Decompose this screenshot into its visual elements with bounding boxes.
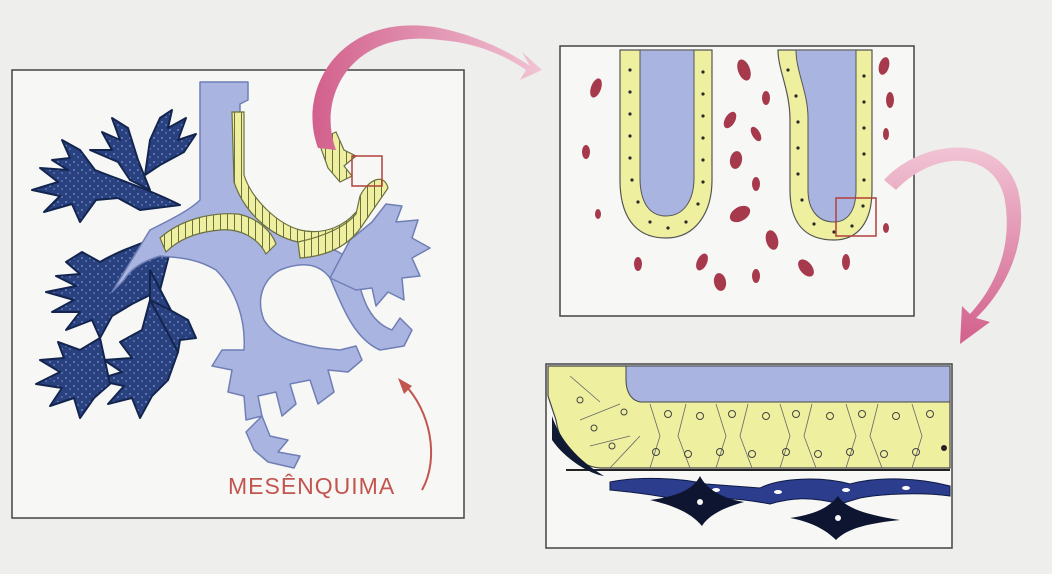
dark-nucleus	[941, 445, 947, 451]
left-bud-tip	[620, 50, 712, 238]
panel-lung-bud: MESÊNQUIMA	[12, 70, 464, 518]
lumen-detail	[626, 366, 950, 402]
mesenchyme-label: MESÊNQUIMA	[228, 473, 395, 499]
panel-epithelium-detail	[546, 364, 952, 548]
panel-bud-tips	[560, 46, 914, 316]
right-bud-tip	[778, 50, 872, 240]
